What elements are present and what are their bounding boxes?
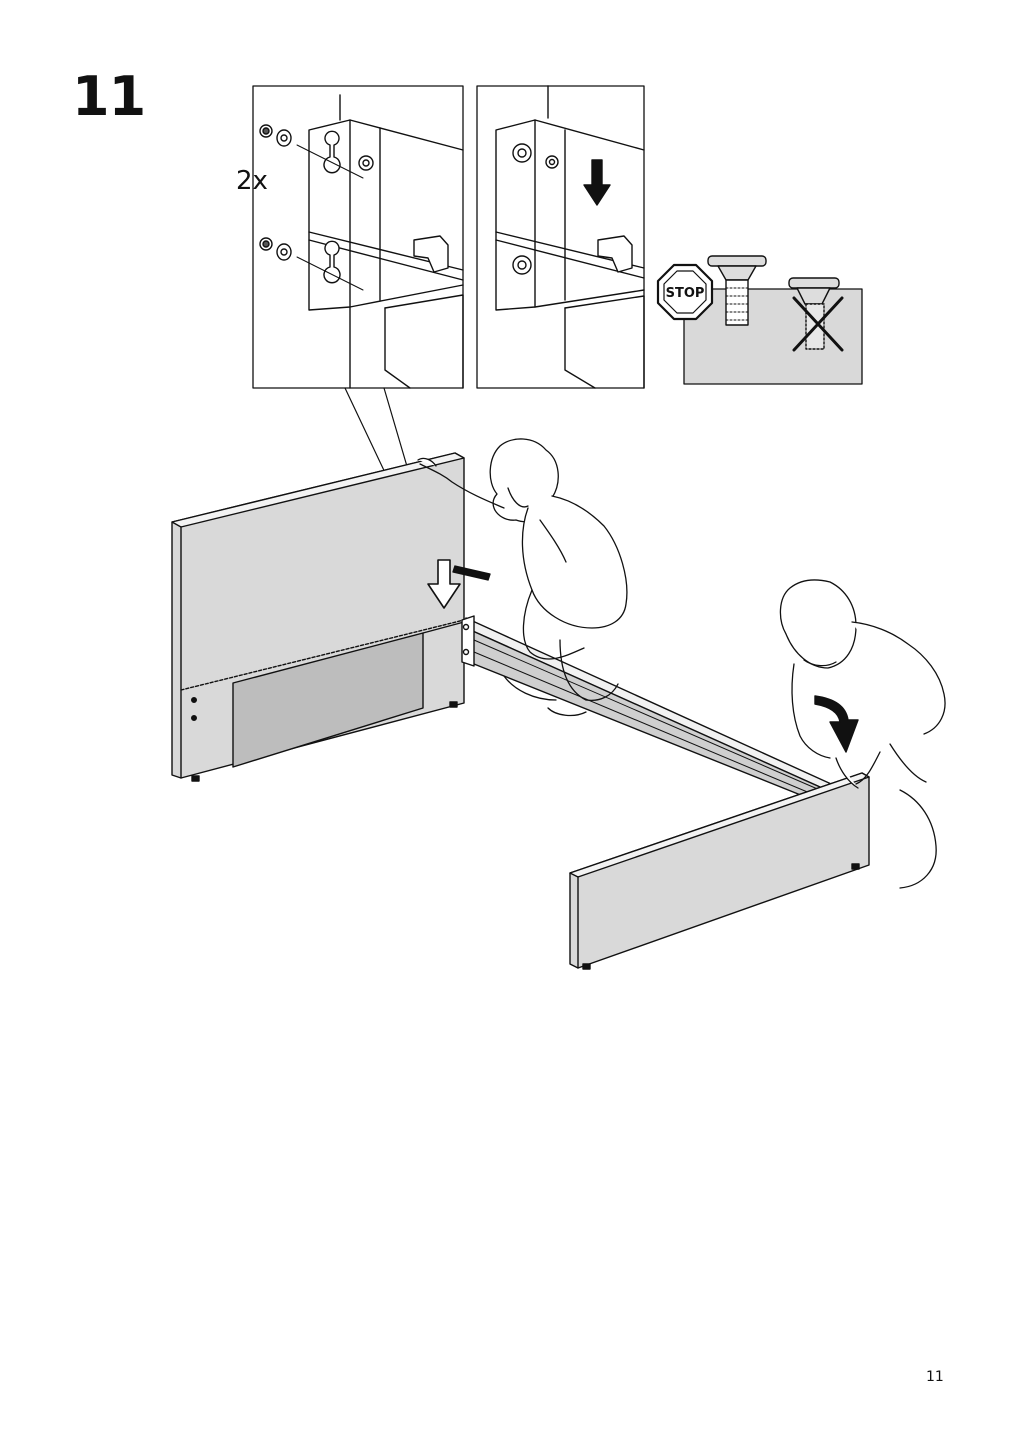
lower-arrow-icon bbox=[814, 695, 859, 753]
headboard bbox=[171, 452, 465, 782]
insert-arrow-icon bbox=[427, 559, 461, 609]
footboard bbox=[569, 772, 870, 970]
detail-panel-slide-down bbox=[476, 85, 645, 389]
screw-icon bbox=[259, 124, 292, 147]
screw-icon bbox=[259, 237, 292, 261]
slide-arrow-icon bbox=[452, 565, 491, 581]
down-arrow-icon bbox=[583, 159, 611, 206]
keyhole-top bbox=[323, 130, 341, 174]
stop-label: STOP bbox=[666, 286, 705, 301]
page-number: 11 bbox=[926, 1369, 944, 1385]
step-number: 11 bbox=[72, 65, 146, 128]
person-right-figure bbox=[779, 579, 946, 889]
incorrect-screw-icon bbox=[788, 277, 844, 352]
stop-warning-panel bbox=[656, 255, 863, 385]
quantity-label: 2x bbox=[236, 166, 268, 196]
side-rail bbox=[461, 615, 841, 811]
person-left-figure bbox=[417, 438, 628, 717]
detail-panel-screws-insert bbox=[252, 85, 464, 389]
correct-screw-icon bbox=[707, 255, 767, 326]
